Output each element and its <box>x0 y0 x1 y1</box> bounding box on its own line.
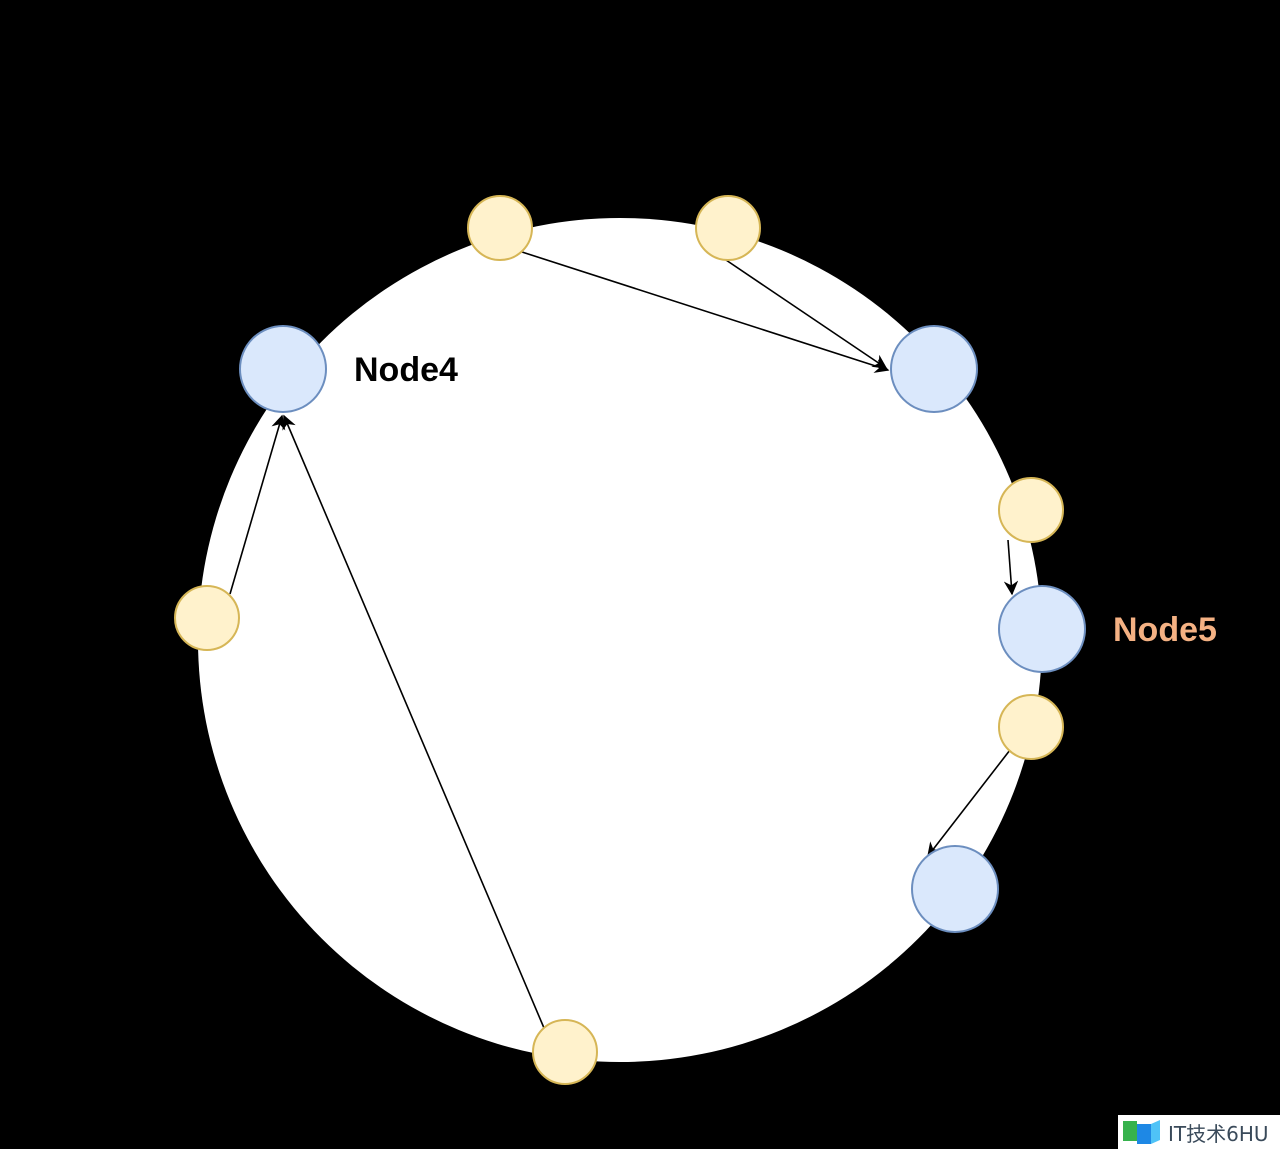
server-node-node5 <box>998 585 1086 673</box>
arrow-key-right-lower-to-node-bottom-right <box>927 749 1011 858</box>
data-key-right-upper <box>998 477 1064 543</box>
data-keys <box>174 195 1064 1085</box>
arrow-key-top-right-to-node-top-right <box>725 259 888 369</box>
data-key-right-lower <box>998 694 1064 760</box>
hash-ring <box>198 218 1042 1062</box>
arrow-key-left-to-node4 <box>229 414 286 595</box>
data-key-bottom <box>532 1019 598 1085</box>
arrow-key-top-left-to-node-top-right <box>521 251 890 373</box>
node5-label: Node5 <box>1113 611 1217 649</box>
node4-label: Node4 <box>354 351 458 389</box>
watermark-text: IT技术6HU <box>1168 1121 1269 1146</box>
book-logo-icon <box>1123 1120 1160 1144</box>
server-nodes <box>239 325 1086 933</box>
mapping-arrows <box>229 251 1019 1029</box>
server-node-bottom-right <box>911 845 999 933</box>
server-node-top-right <box>890 325 978 413</box>
watermark: IT技术6HU <box>1118 1115 1280 1149</box>
arrow-key-bottom-to-node4 <box>282 414 545 1029</box>
data-key-left <box>174 585 240 651</box>
server-node-node4 <box>239 325 327 413</box>
data-key-top-left <box>467 195 533 261</box>
arrow-key-right-upper-to-node5 <box>1003 539 1019 596</box>
data-key-top-right <box>695 195 761 261</box>
